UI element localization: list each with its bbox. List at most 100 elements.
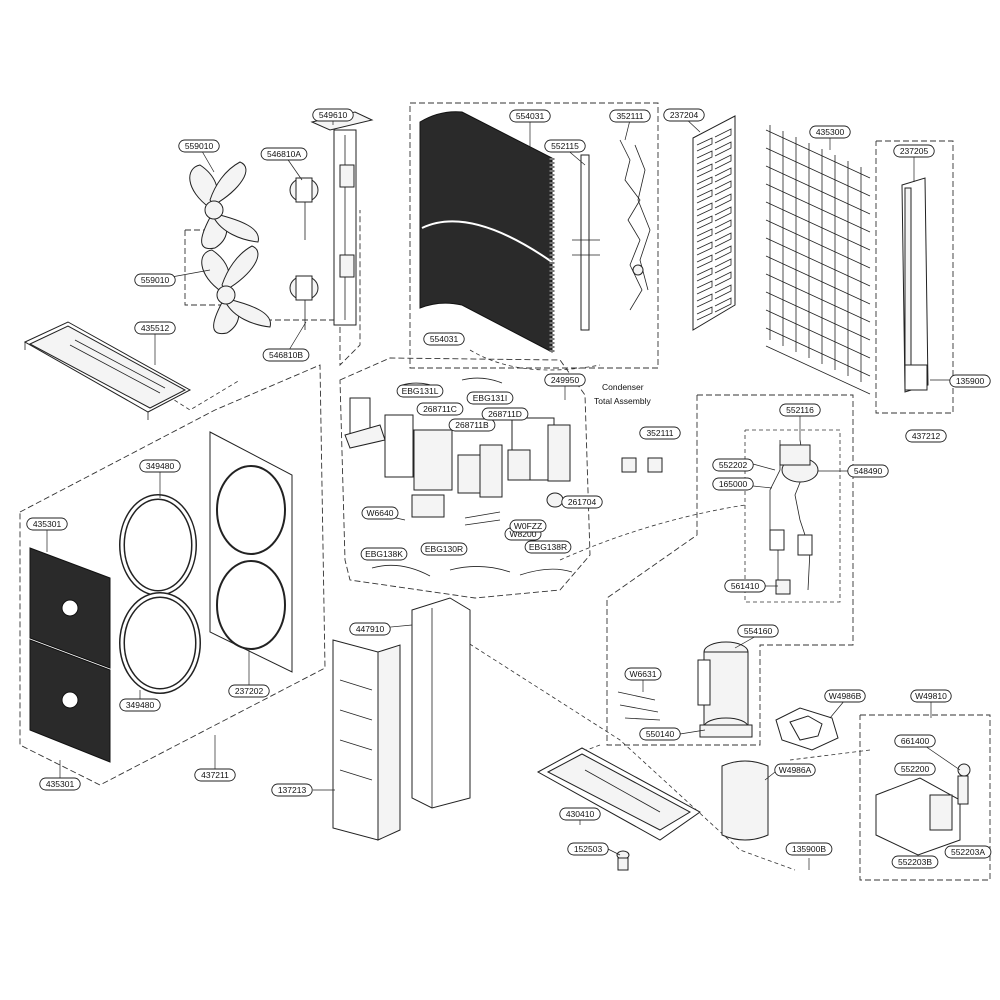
label-pill <box>312 108 354 122</box>
label-pill <box>910 689 952 703</box>
label-text: 430410 <box>566 809 595 819</box>
part-label-ebg131l: EBG131L <box>396 384 444 398</box>
label-text: 661400 <box>901 736 930 746</box>
label-text: 137213 <box>278 785 307 795</box>
label-text: 552115 <box>551 141 579 151</box>
label-text: W4986A <box>779 765 812 775</box>
label-text: 554031 <box>430 334 459 344</box>
part-label-135900: 135900 <box>949 374 991 388</box>
label-pill <box>891 855 939 869</box>
part-label-349480b: 349480 <box>119 698 161 712</box>
assembly-outlines <box>19 102 991 881</box>
insulation-pad-part <box>775 707 839 751</box>
part-label-ebg131i: EBG131I <box>466 391 514 405</box>
label-pill <box>178 139 220 153</box>
label-pill <box>260 147 308 161</box>
label-pill <box>26 517 68 531</box>
part-label-ebg130r: EBG130R <box>420 542 468 556</box>
fan-ring-lower-part <box>119 592 201 694</box>
part-label-554160: 554160 <box>737 624 779 638</box>
label-pill <box>262 348 310 362</box>
label-text: EBG131L <box>402 386 439 396</box>
part-label-435512: 435512 <box>134 321 176 335</box>
label-text: 559010 <box>185 141 214 151</box>
label-pill <box>423 332 465 346</box>
side-panel-part <box>901 177 929 393</box>
front-grille-upper-part <box>29 547 111 669</box>
label-pill <box>609 109 651 123</box>
label-pill <box>712 458 754 472</box>
label-pill <box>774 763 816 777</box>
pipe-clamp-part <box>621 457 663 473</box>
label-text: 352111 <box>646 428 673 438</box>
fan-ring-upper-part <box>119 494 197 596</box>
part-label-165000: 165000 <box>712 477 754 491</box>
label-pill <box>893 144 935 158</box>
part-label-135900b: 135900B <box>785 842 833 856</box>
wire-guard-part <box>765 125 871 395</box>
part-label-261704: 261704 <box>561 495 603 509</box>
label-text: 552116 <box>786 405 814 415</box>
service-valve-part <box>875 763 971 856</box>
part-label-268711c: 268711C <box>416 402 464 416</box>
label-pill <box>466 391 514 405</box>
part-label-437212: 437212 <box>905 429 947 443</box>
fan-propeller-upper-part <box>189 161 259 250</box>
part-label-549610: 549610 <box>312 108 354 122</box>
label-text: 268711C <box>423 404 457 414</box>
compressor-wire-part <box>617 691 661 721</box>
label-text: 237205 <box>900 146 929 156</box>
part-label-437211: 437211 <box>194 768 236 782</box>
compressor-cover-part <box>721 760 769 841</box>
label-text: 549610 <box>319 110 348 120</box>
label-pill <box>949 374 991 388</box>
part-label-w49810: W49810 <box>910 689 952 703</box>
fan-motor-lower-part <box>289 275 319 330</box>
part-label-552203a: 552203A <box>944 845 992 859</box>
label-pill <box>847 464 889 478</box>
part-label-430410: 430410 <box>559 807 601 821</box>
control-box-parts <box>344 377 573 577</box>
front-side-panel-part <box>332 639 401 841</box>
part-label-137213: 137213 <box>271 783 313 797</box>
part-label-661400: 661400 <box>894 734 936 748</box>
label-text: W0FZZ <box>514 521 542 531</box>
part-label-559010b: 559010 <box>134 273 176 287</box>
label-text: 349480 <box>126 700 155 710</box>
label-pill <box>544 373 586 387</box>
label-text: 352111 <box>616 111 643 121</box>
label-pill <box>360 547 408 561</box>
part-label-352111a: 352111 <box>609 109 651 123</box>
label-text: EBG138K <box>365 549 403 559</box>
label-pill <box>724 579 766 593</box>
label-pill <box>134 273 176 287</box>
label-text: 552200 <box>901 764 930 774</box>
label-text: W6631 <box>630 669 657 679</box>
part-label-w4986b: W4986B <box>824 689 866 703</box>
label-text: 237204 <box>670 110 699 120</box>
label-pill <box>561 495 603 509</box>
side-grille-part <box>692 115 736 331</box>
label-pill <box>349 622 391 636</box>
part-label-ebg138k: EBG138K <box>360 547 408 561</box>
label-text: EBG130R <box>425 544 463 554</box>
label-text: 548490 <box>854 466 883 476</box>
part-label-268711d: 268711D <box>481 407 529 421</box>
label-text: 552202 <box>719 460 748 470</box>
drain-fitting-part <box>616 850 630 871</box>
label-text: 268711B <box>455 420 489 430</box>
part-label-237202: 237202 <box>228 684 270 698</box>
label-pill <box>361 506 399 520</box>
label-pill <box>396 384 444 398</box>
part-label-552116: 552116 <box>779 403 821 417</box>
part-label-447910: 447910 <box>349 622 391 636</box>
label-pill <box>481 407 529 421</box>
label-text: 135900 <box>956 376 985 386</box>
label-pill <box>639 426 681 440</box>
top-cover-part <box>23 321 192 420</box>
part-label-561410: 561410 <box>724 579 766 593</box>
label-pill <box>39 777 81 791</box>
label-text: 349480 <box>146 461 175 471</box>
